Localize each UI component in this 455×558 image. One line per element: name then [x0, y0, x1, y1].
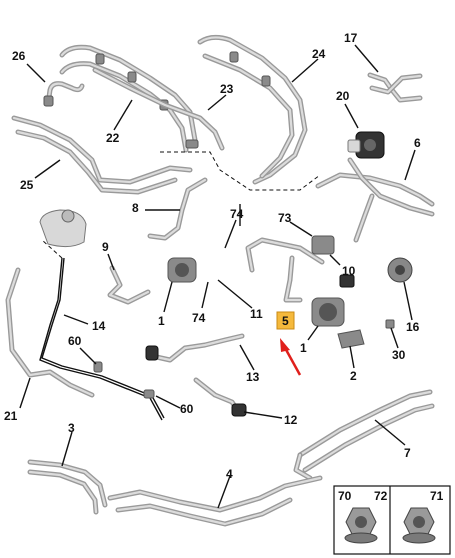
valve-20[interactable]	[347, 131, 385, 159]
label-30: 30	[392, 348, 406, 362]
label-13: 13	[246, 370, 260, 384]
label-10: 10	[342, 264, 356, 278]
dashed-guides	[41, 151, 321, 259]
label-2: 2	[350, 369, 357, 383]
label-5: 5	[282, 314, 289, 328]
label-17: 17	[344, 31, 358, 45]
label-23: 23	[220, 82, 234, 96]
callout-labels: 26 22 23 24 25 17 20 6 8 74 73 9 10 1 74…	[4, 31, 444, 503]
label-71: 71	[430, 489, 444, 503]
label-12: 12	[284, 413, 298, 427]
fitting-60-b[interactable]	[143, 389, 155, 399]
label-72: 72	[374, 489, 388, 503]
label-8: 8	[132, 201, 139, 215]
coolant-reservoir[interactable]	[39, 209, 87, 248]
label-24: 24	[312, 47, 326, 61]
label-3: 3	[68, 421, 75, 435]
label-60-right: 60	[180, 402, 194, 416]
flange-nut-icon-70[interactable]	[344, 507, 378, 544]
hose-25[interactable]	[11, 115, 193, 195]
pump-1-left[interactable]	[167, 257, 197, 283]
bracket-2[interactable]	[337, 329, 365, 349]
hose-12[interactable]	[193, 377, 247, 417]
fitting-60-a[interactable]	[93, 361, 103, 373]
label-74-bottom: 74	[192, 311, 206, 325]
label-21: 21	[4, 409, 18, 423]
label-60-left: 60	[68, 334, 82, 348]
leader-lines	[19, 44, 416, 509]
hose-22[interactable]	[59, 44, 198, 153]
label-1-left: 1	[158, 314, 165, 328]
hose-26[interactable]	[43, 81, 85, 107]
clip-30[interactable]	[385, 319, 395, 329]
hose-17[interactable]	[367, 72, 423, 103]
label-11: 11	[250, 307, 263, 321]
highlight-part-5[interactable]	[276, 255, 303, 330]
pump-1-right[interactable]	[311, 297, 345, 327]
label-4: 4	[226, 467, 233, 481]
pipe-4[interactable]	[107, 475, 323, 527]
label-16: 16	[406, 320, 420, 334]
flange-nut-icon-71[interactable]	[402, 507, 436, 544]
pump-16[interactable]	[387, 257, 413, 283]
label-73: 73	[278, 211, 292, 225]
label-74-top: 74	[230, 207, 244, 221]
hose-13[interactable]	[145, 333, 245, 363]
valve-10[interactable]	[245, 235, 355, 288]
hose-6[interactable]	[315, 157, 435, 243]
label-7: 7	[404, 446, 411, 460]
label-25: 25	[20, 178, 34, 192]
red-arrow-icon	[280, 338, 302, 376]
label-14: 14	[92, 319, 106, 333]
label-6: 6	[414, 136, 421, 150]
hose-24[interactable]	[197, 34, 308, 185]
label-20: 20	[336, 89, 350, 103]
pipe-21[interactable]	[5, 267, 95, 398]
pipe-7[interactable]	[293, 389, 435, 481]
hose-8[interactable]	[147, 177, 208, 241]
label-70: 70	[338, 489, 352, 503]
label-1-right: 1	[300, 341, 307, 355]
pipe-3[interactable]	[27, 459, 108, 515]
hose-9[interactable]	[107, 265, 151, 305]
label-9: 9	[102, 240, 109, 254]
hose-23[interactable]	[92, 67, 225, 151]
label-26: 26	[12, 49, 26, 63]
label-22: 22	[106, 131, 120, 145]
